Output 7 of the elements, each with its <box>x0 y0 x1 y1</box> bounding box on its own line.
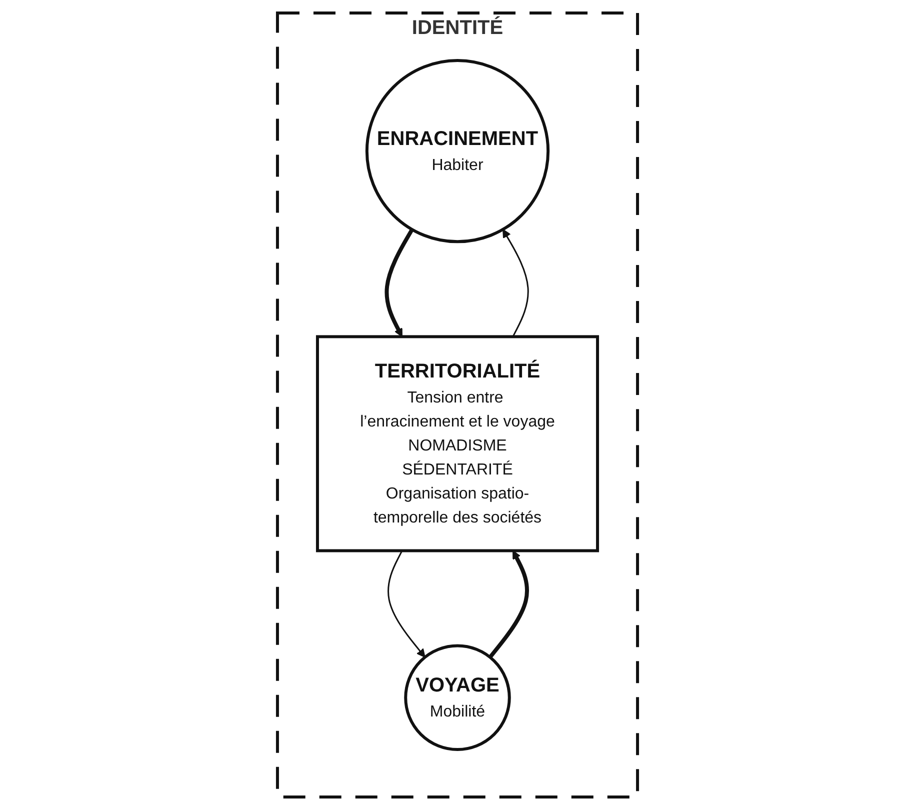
arrow <box>384 228 414 338</box>
node-circle <box>404 644 511 751</box>
node-box <box>316 335 600 552</box>
node-circle <box>365 59 550 244</box>
arrow <box>488 550 529 658</box>
arrow <box>388 550 426 658</box>
arrow <box>502 229 529 338</box>
